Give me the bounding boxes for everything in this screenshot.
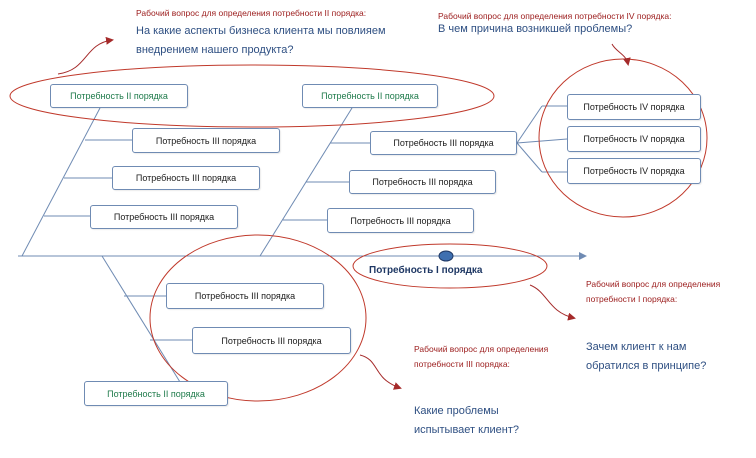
need-iii-label: Потребность III порядка bbox=[350, 215, 451, 226]
need-iii-label: Потребность III порядка bbox=[194, 291, 296, 301]
arrow-q3 bbox=[359, 354, 402, 390]
question-iv-text: В чем причина возникшей проблемы? bbox=[438, 23, 633, 35]
need-ii-label: Потребность II порядка bbox=[321, 91, 419, 101]
need-iii-right-3: Потребность III порядка bbox=[327, 208, 474, 233]
ellipse-need-i bbox=[352, 243, 548, 289]
ellipse-needs-iii bbox=[149, 234, 367, 402]
need-iii-left-1: Потребность III порядка bbox=[132, 128, 280, 153]
question-iii-text: Какие проблемы испытывает клиент? bbox=[414, 405, 519, 436]
need-iii-label: Потребность III порядка bbox=[372, 177, 473, 187]
question-i-text: Зачем клиент к нам обратился в принципе? bbox=[586, 341, 707, 372]
question-iv-label: Рабочий вопрос для определения потребнос… bbox=[438, 11, 672, 21]
need-ii-label: Потребность II порядка bbox=[70, 91, 168, 101]
need-iii-left-2: Потребность III порядка bbox=[112, 166, 260, 190]
ellipse-needs-ii bbox=[9, 64, 495, 128]
need-iii-label: Потребность III порядка bbox=[113, 212, 215, 222]
arrow-q1 bbox=[529, 284, 576, 321]
need-iv-label: Потребность IV порядка bbox=[583, 102, 685, 112]
need-iii-right-1: Потребность III порядка bbox=[370, 131, 517, 155]
question-i-label: Рабочий вопрос для определения потребнос… bbox=[586, 279, 721, 304]
need-iii-label: Потребность III порядка bbox=[135, 173, 237, 183]
bone-top-left bbox=[21, 107, 101, 257]
need-ii-label: Потребность II порядка bbox=[107, 388, 205, 399]
need-iv-label: Потребность IV порядка bbox=[583, 134, 685, 144]
need-iv-2: Потребность IV порядка bbox=[567, 126, 701, 152]
need-iii-label: Потребность III порядка bbox=[155, 135, 257, 146]
question-iii-label: Рабочий вопрос для определения потребнос… bbox=[414, 344, 549, 369]
need-iii-right-2: Потребность III порядка bbox=[349, 170, 496, 194]
root-marker bbox=[438, 250, 454, 262]
need-iii-label: Потребность III порядка bbox=[221, 335, 322, 346]
need-iv-1: Потребность IV порядка bbox=[567, 94, 701, 120]
question-ii-text: На какие аспекты бизнеса клиента мы повл… bbox=[136, 25, 386, 56]
need-ii-top-left: Потребность II порядка bbox=[50, 84, 188, 108]
need-i-label: Потребность I порядка bbox=[369, 265, 483, 276]
question-ii-label: Рабочий вопрос для определения потребнос… bbox=[136, 8, 367, 18]
need-iv-label: Потребность IV порядка bbox=[583, 166, 685, 176]
need-ii-top-right: Потребность II порядка bbox=[302, 84, 438, 108]
arrow-q4 bbox=[611, 43, 631, 66]
need-iv-3: Потребность IV порядка bbox=[567, 158, 701, 184]
need-ii-bottom: Потребность II порядка bbox=[84, 381, 228, 406]
need-iii-label: Потребность III порядка bbox=[393, 138, 494, 148]
need-iii-bottom-1: Потребность III порядка bbox=[166, 283, 324, 309]
arrow-q2 bbox=[57, 36, 114, 75]
bone-bottom bbox=[101, 255, 181, 383]
need-iii-left-3: Потребность III порядка bbox=[90, 205, 238, 229]
need-iii-bottom-2: Потребность III порядка bbox=[192, 327, 351, 354]
